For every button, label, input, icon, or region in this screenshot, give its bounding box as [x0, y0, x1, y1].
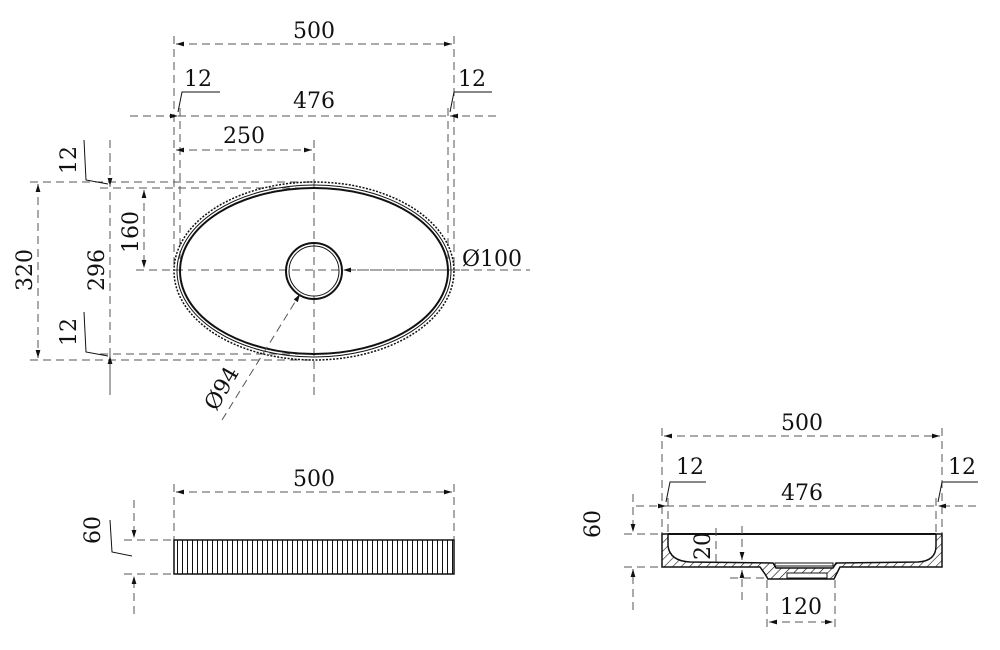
- drain-inner: [288, 245, 340, 297]
- dim-top-rim-right: 12: [458, 67, 486, 92]
- drain-outer: [285, 242, 343, 300]
- dim-drain-inner-diameter: Ø94: [200, 363, 245, 415]
- dim-section-inner-width: 476: [781, 481, 823, 506]
- dim-top-inner-depth: 296: [85, 249, 110, 291]
- side-fluted-body: [173, 539, 455, 575]
- dim-top-width: 500: [293, 19, 335, 44]
- top-view: 500 476 12 12 250 320 296 12 12 160 Ø100: [13, 19, 530, 421]
- dim-section-drain-width: 120: [780, 595, 822, 620]
- dim-top-rim-top: 12: [57, 146, 82, 174]
- section-view: 500 476 12 12 60 20 120: [581, 411, 978, 630]
- dim-section-bottom-thickness: 20: [691, 532, 716, 560]
- dim-section-height: 60: [581, 510, 606, 538]
- dim-side-width: 500: [293, 467, 335, 492]
- basin-outer-rim: [173, 181, 455, 361]
- dim-section-rim-left: 12: [676, 455, 704, 480]
- dim-top-rim-bottom: 12: [57, 318, 82, 346]
- section-profile: [661, 533, 943, 580]
- dim-side-height: 60: [81, 516, 106, 544]
- dim-section-rim-right: 12: [948, 455, 976, 480]
- dim-top-rim-left: 12: [184, 67, 212, 92]
- dim-top-half-depth: 160: [119, 211, 144, 253]
- basin-inner-edge: [179, 187, 449, 355]
- basin-outer-edge: [176, 184, 452, 358]
- dim-drain-outer-diameter: Ø100: [462, 247, 522, 272]
- dim-top-half-width: 250: [223, 124, 265, 149]
- dim-section-width: 500: [781, 411, 823, 436]
- dim-top-depth: 320: [13, 249, 38, 291]
- side-view: 500 60: [81, 467, 455, 614]
- dim-top-inner-width: 476: [293, 89, 335, 114]
